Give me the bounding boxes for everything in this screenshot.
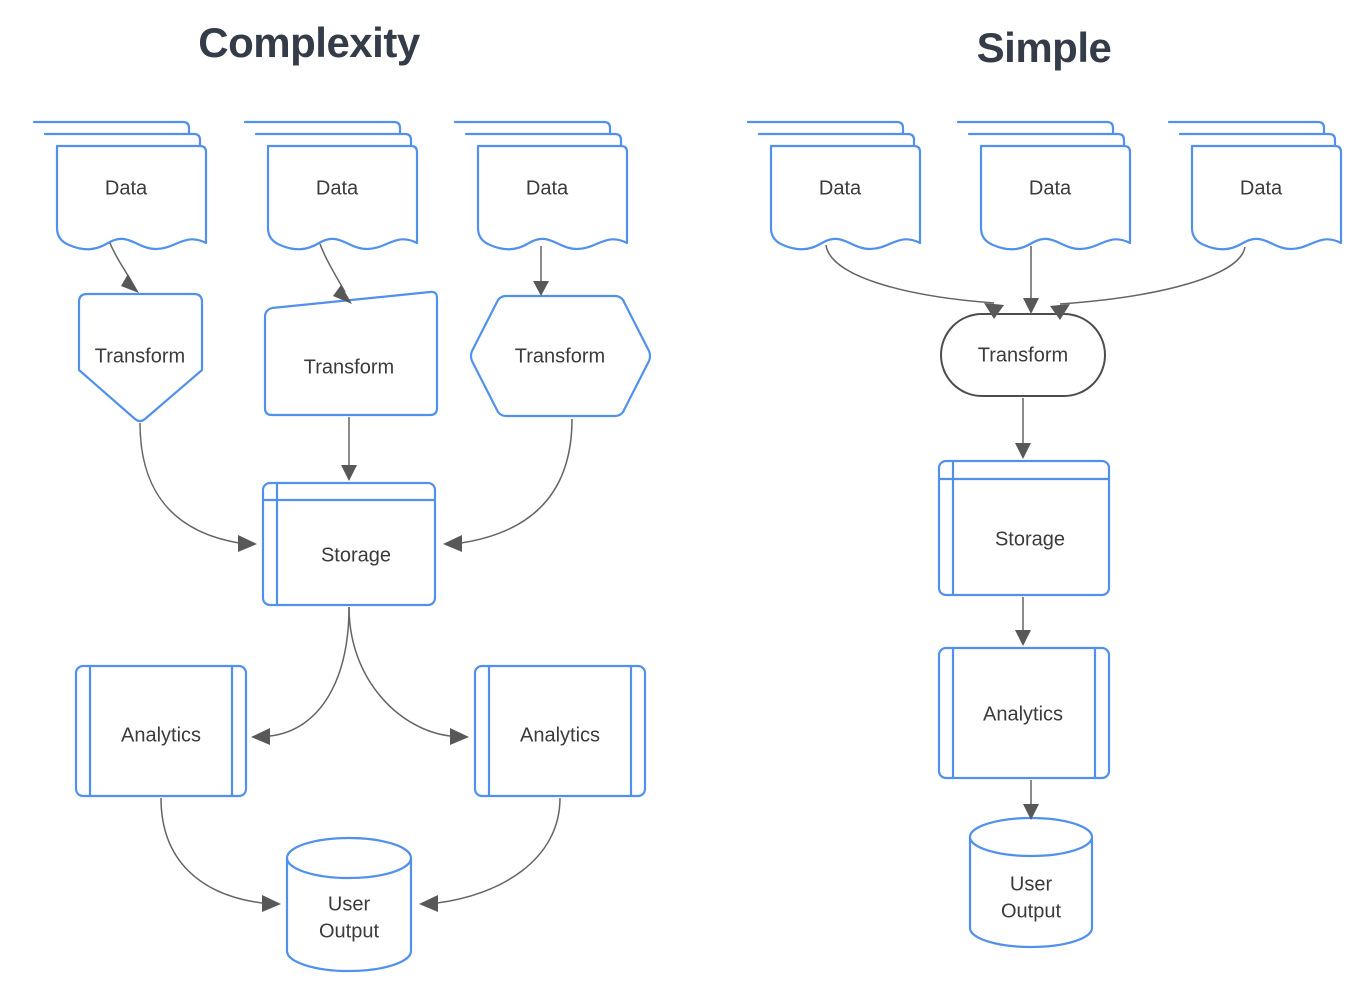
node-data-complexity-1[interactable]: Data <box>32 120 208 251</box>
node-user-output-complexity[interactable]: User Output <box>285 836 413 973</box>
node-label-user-output-line2: Output <box>1001 900 1061 922</box>
node-data-simple-1[interactable]: Data <box>746 120 922 251</box>
node-analytics-complexity-1[interactable]: Analytics <box>74 664 248 798</box>
edge-storage-to-analytics1 <box>251 606 350 745</box>
node-user-output-simple[interactable]: User Output <box>968 816 1094 949</box>
node-label-analytics: Analytics <box>520 724 600 746</box>
node-label-data: Data <box>526 177 569 199</box>
node-label-user-output-line2: Output <box>319 920 379 942</box>
panel-title-simple: Simple <box>977 24 1112 71</box>
node-transform-complexity-1[interactable]: Transform <box>77 292 204 423</box>
node-label-data: Data <box>1029 177 1072 199</box>
node-label-analytics: Analytics <box>983 703 1063 725</box>
node-label-data: Data <box>819 177 862 199</box>
edge-sdata1-to-transform <box>825 244 1004 319</box>
edge-analytics1-to-useroutput <box>160 797 281 912</box>
node-label-data: Data <box>316 177 359 199</box>
node-label-analytics: Analytics <box>121 724 201 746</box>
node-label-transform: Transform <box>304 356 394 378</box>
edge-sdata3-to-transform <box>1050 246 1246 320</box>
node-label-data: Data <box>1240 177 1283 199</box>
edge-analytics2-to-useroutput <box>419 797 561 912</box>
node-label-storage: Storage <box>321 544 391 566</box>
node-label-user-output-line1: User <box>1010 873 1053 895</box>
edge-analytics-to-useroutput-simple <box>1023 780 1039 820</box>
node-label-storage: Storage <box>995 528 1065 550</box>
node-label-transform: Transform <box>515 345 605 367</box>
node-data-simple-2[interactable]: Data <box>956 120 1132 251</box>
node-analytics-complexity-2[interactable]: Analytics <box>473 664 647 798</box>
node-data-complexity-2[interactable]: Data <box>243 120 419 251</box>
panel-title-complexity: Complexity <box>198 19 421 66</box>
edge-transform2-to-storage <box>341 417 357 481</box>
node-storage-complexity[interactable]: Storage <box>261 481 437 607</box>
edge-sdata2-to-transform <box>1023 246 1039 314</box>
node-transform-complexity-3[interactable]: Transform <box>469 294 652 418</box>
node-transform-simple[interactable]: Transform <box>940 313 1106 397</box>
edge-transform-to-storage-simple <box>1015 398 1031 459</box>
edge-data2-to-transform2 <box>319 243 352 304</box>
node-data-complexity-3[interactable]: Data <box>453 120 629 251</box>
node-transform-complexity-2[interactable]: Transform <box>263 290 439 417</box>
edge-data3-to-transform3 <box>533 246 549 296</box>
node-analytics-simple[interactable]: Analytics <box>937 646 1111 780</box>
node-label-transform: Transform <box>978 344 1068 366</box>
edge-transform3-to-storage <box>443 418 573 552</box>
edge-storage-to-analytics-simple <box>1015 597 1031 646</box>
edge-transform1-to-storage <box>139 422 257 552</box>
node-label-data: Data <box>105 177 148 199</box>
node-label-transform: Transform <box>95 345 185 367</box>
node-storage-simple[interactable]: Storage <box>937 459 1111 597</box>
node-data-simple-3[interactable]: Data <box>1167 120 1343 251</box>
node-label-user-output-line1: User <box>328 893 371 915</box>
edge-storage-to-analytics2 <box>348 606 469 745</box>
edge-data1-to-transform1 <box>109 242 139 293</box>
